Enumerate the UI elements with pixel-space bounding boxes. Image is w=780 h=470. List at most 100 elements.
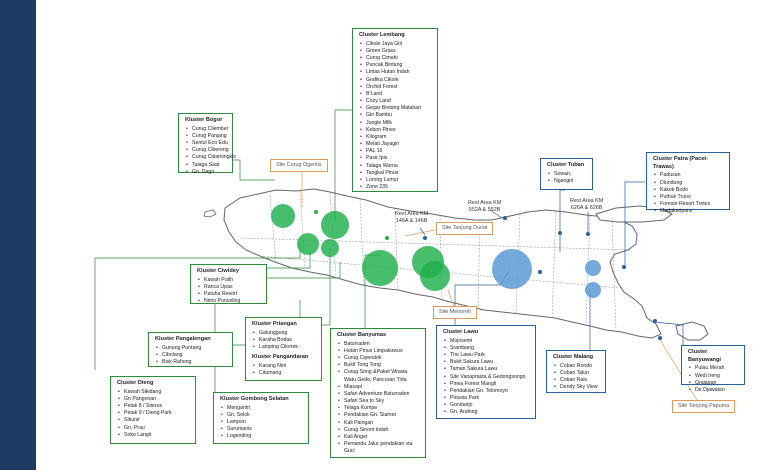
circle-malang-2 — [585, 282, 601, 298]
cluster-item: Dlundung — [653, 180, 724, 187]
cluster-item: Srambang — [443, 345, 530, 352]
cluster-item: Gn. Prau — [117, 425, 190, 432]
cluster-malang-title: Cluster Malang — [553, 354, 594, 360]
cluster-item: Cozy Land — [359, 98, 432, 105]
cluster-item: Kebon Pines — [359, 127, 432, 134]
cluster-item: Orchid Forest — [359, 84, 432, 91]
cluster-item: Taman Sakura Lawu — [443, 366, 530, 373]
cluster-priangan-title: Kluster Priangan — [252, 321, 297, 327]
cluster-item: Mojosemi — [443, 338, 530, 345]
marker-curug-ogentis — [314, 210, 318, 214]
cluster-item: Grafika Cikole — [359, 77, 432, 84]
point-markers — [314, 210, 662, 340]
cluster-item: Pinea Forest Mangli — [443, 381, 530, 388]
cluster-patra-title: Cluster Patra (Pacet-Trawas) — [653, 156, 709, 170]
cluster-item: Padusan — [653, 172, 724, 179]
cluster-banyuwangi-box: Cluster Banyuwangi Pulau MerahWedi Ireng… — [681, 345, 745, 394]
cluster-item: Cikole Jaya Giri — [359, 41, 432, 48]
cluster-item: Lamping Cikorek — [252, 344, 316, 351]
cluster-pangandaran-list: Karang NiniCitumang — [252, 363, 316, 378]
cluster-item: Miasapi — [337, 384, 420, 391]
cluster-tuban-title: Cluster Tuban — [547, 162, 585, 168]
cluster-item: Nimo Punceling — [197, 298, 261, 305]
cluster-item: Karaha Bodas — [252, 337, 316, 344]
cluster-dieng-list: Kawah SikidangGn PangonanPetak 8 / Siter… — [117, 389, 190, 439]
circle-gombong — [420, 261, 450, 291]
cluster-item: Madakaripura — [653, 208, 724, 215]
rest-area-552-label: Rest Area KM 552A & 552B — [468, 200, 501, 214]
cluster-banyumas-title: Cluster Banyumas — [337, 332, 387, 338]
cluster-item: Coban Rondo — [553, 363, 600, 370]
cluster-item: Tangkal Pinus — [359, 170, 432, 177]
site-curug-ogentis-label: Site Curug Ogentis — [276, 162, 322, 168]
cluster-item: Melati Jayagiri — [359, 141, 432, 148]
cluster-dieng-box: Cluster Dieng Kawah SikidangGn PangonanP… — [110, 376, 196, 444]
cluster-item: Surumanis — [220, 426, 303, 433]
cluster-item: Bukit Tong Tong — [337, 362, 420, 369]
marker-banyuwangi — [653, 319, 657, 323]
cluster-item: Baturraden — [337, 341, 420, 348]
cluster-item: Coban Rais — [553, 377, 600, 384]
cluster-lembang-box: Cluster Lembang Cikole Jaya GiriGreen Gr… — [352, 28, 438, 192]
cluster-item: Kakek Bodo — [653, 187, 724, 194]
rest-area-552-line1: Rest Area KM — [468, 200, 502, 206]
circle-malang-1 — [585, 260, 601, 276]
cluster-item: Curug Song &Paket Wisata Watu Gede, Panc… — [337, 369, 420, 383]
cluster-item: Grajagan — [688, 380, 739, 387]
cluster-item: Pendakian Gn. Slamet — [337, 412, 420, 419]
cluster-tuban-box: Cluster Tuban Sowan,Ngangiri — [540, 158, 593, 190]
cluster-item: Gn. Andong — [443, 409, 530, 416]
cluster-item: Kawah Sikidang — [117, 389, 190, 396]
cluster-item: Coban Talun — [553, 370, 600, 377]
site-tanjung-papuma: Site Tanjung Papuma — [672, 400, 736, 414]
cluster-dieng-title: Cluster Dieng — [117, 380, 154, 386]
cluster-pangalengan-title: Kluster Pangalengan — [155, 336, 211, 342]
cluster-item: Petak 8 / Siterus — [117, 403, 190, 410]
rest-area-626-line1: Rest Area KM — [570, 198, 604, 204]
cluster-item: Kali Paingan — [337, 420, 420, 427]
circle-ciwidey — [297, 233, 319, 255]
cluster-malang-box: Cluster Malang Coban RondoCoban TalunCob… — [546, 350, 606, 393]
circle-lawu — [492, 249, 532, 289]
cluster-item: Safari Sea to Sky — [337, 398, 420, 405]
cluster-banyuwangi-title: Cluster Banyuwangi — [688, 349, 721, 363]
rest-area-552-line2: 552A & 552B — [468, 207, 501, 214]
cluster-item: Kawah Putih — [197, 277, 261, 284]
cluster-item: Pendakian Gn. Telomoyo — [443, 388, 530, 395]
cluster-item: Kilogram — [359, 134, 432, 141]
bali-island-outline — [675, 321, 709, 341]
cluster-pangandaran-title: Kluster Pangandaran — [252, 354, 309, 361]
marker-papuma — [658, 336, 662, 340]
site-menoreh-label: Site Menoreh — [439, 309, 472, 315]
cluster-item: Pulau Merah — [688, 365, 739, 372]
cluster-item: Kali Anget — [337, 434, 420, 441]
cluster-item: Ngangiri — [547, 178, 587, 185]
site-tanjung-duriat: Site Tanjung Duriat — [436, 222, 494, 236]
cluster-item: Gegar Bintang Matahari — [359, 105, 432, 112]
cluster-item: Gunung Puntang — [155, 345, 227, 352]
blue-circles — [492, 249, 601, 298]
cluster-item: Gn. Dago — [185, 169, 227, 176]
cluster-item: B'Land — [359, 91, 432, 98]
cluster-lawu-list: MojosemiSrambangThe Lawu ParkBukit Sakur… — [443, 338, 530, 417]
cluster-tuban-list: Sowan,Ngangiri — [547, 171, 587, 186]
cluster-item: De Djawatan — [688, 387, 739, 394]
cluster-item: Safari Adventure Baturraden — [337, 391, 420, 398]
cluster-priangan-list: GalunggungKaraha BodasLamping Cikorek — [252, 330, 316, 352]
cluster-item: Gondarijo — [443, 402, 530, 409]
cluster-item: Jungle Milk — [359, 120, 432, 127]
cluster-item: Curug Cilember — [185, 126, 228, 133]
circle-priangan — [321, 239, 339, 257]
cluster-item: Zone 235 — [359, 184, 432, 191]
rest-area-146-line1: Rest Area KM — [395, 211, 429, 217]
circle-banyumas — [362, 250, 398, 286]
rest-area-146-label: Rest Area KM 146A & 146B — [395, 211, 428, 225]
cluster-item: Foreste Resort Tretes — [653, 201, 724, 208]
cluster-item: Curug Panjang — [185, 133, 227, 140]
rest-area-626-line2: 626A & 626B — [570, 205, 603, 212]
cluster-priangan-box: Kluster Priangan GalunggungKaraha BodasL… — [245, 317, 322, 381]
green-circles — [271, 204, 450, 291]
cluster-item: Gn Pangonan — [117, 396, 190, 403]
site-tanjung-duriat-label: Site Tanjung Duriat — [442, 225, 488, 231]
